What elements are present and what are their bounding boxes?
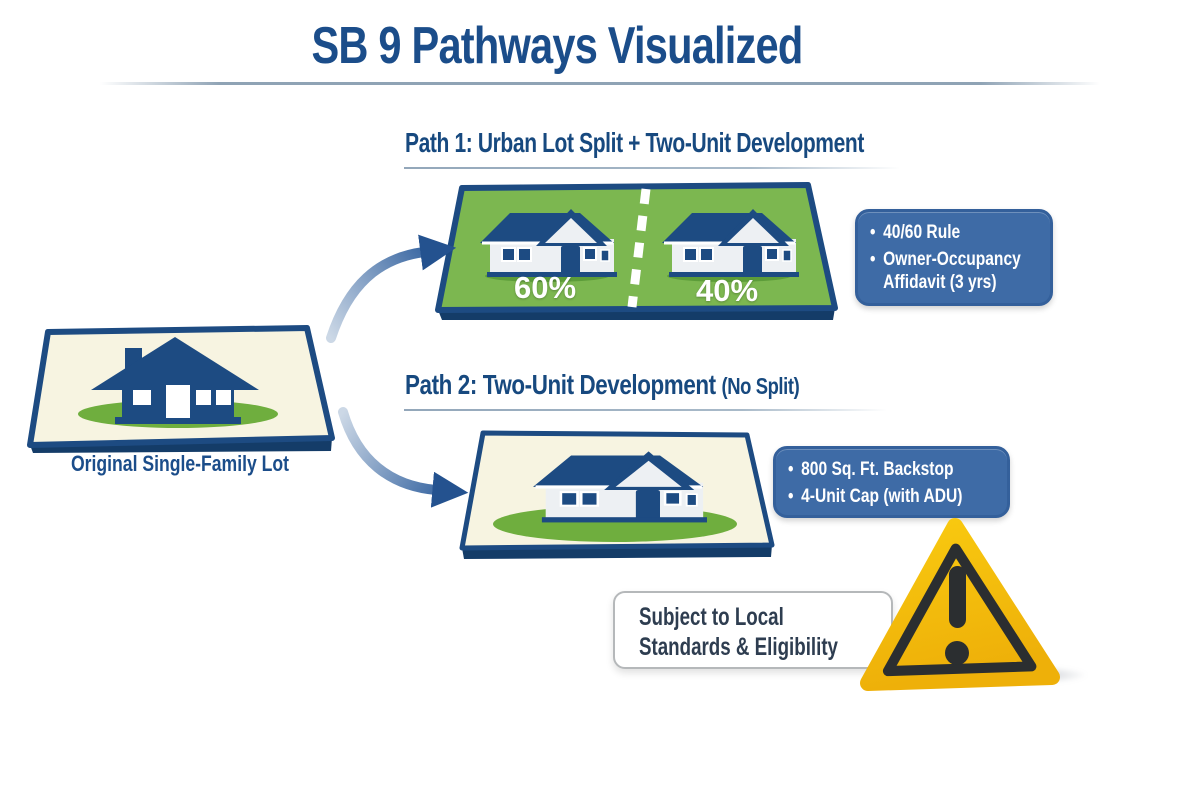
path2-heading: Path 2: Two-Unit Development (No Split): [405, 369, 800, 401]
path1-split-lot-graphic: [435, 182, 838, 320]
split-right-percent-label: 40%: [695, 273, 759, 308]
note-line-1: Subject to Local: [639, 603, 784, 631]
house-silhouette-icon: [91, 337, 259, 424]
path2-lot-graphic: [459, 430, 775, 559]
page-title: SB 9 Pathways Visualized: [311, 17, 803, 75]
path2-heading-suffix: (No Split): [721, 373, 800, 399]
path1-info-list: 40/60 Rule Owner-Occupancy Affidavit (3 …: [870, 222, 1038, 294]
path2-heading-rule: [404, 409, 887, 411]
lot-split-dashed-line: [627, 188, 651, 308]
original-lot-graphic: [27, 325, 335, 453]
warning-triangle-icon: [860, 518, 1060, 691]
path1-heading: Path 1: Urban Lot Split + Two-Unit Devel…: [405, 127, 864, 158]
path1-heading-rule: [404, 167, 900, 169]
path2-info-box: 800 Sq. Ft. Backstop 4-Unit Cap (with AD…: [773, 446, 1010, 518]
local-standards-note: Subject to Local Standards & Eligibility: [613, 591, 893, 669]
info-item: 4-Unit Cap (with ADU): [788, 486, 995, 509]
title-divider: [100, 82, 1100, 85]
path2-heading-main: Path 2: Two-Unit Development: [405, 369, 716, 400]
info-item: Owner-Occupancy Affidavit (3 yrs): [870, 249, 1038, 294]
info-item: 800 Sq. Ft. Backstop: [788, 459, 995, 482]
original-lot-label: Original Single-Family Lot: [70, 451, 290, 476]
flow-arrow-path1: [326, 234, 457, 343]
path2-info-list: 800 Sq. Ft. Backstop 4-Unit Cap (with AD…: [788, 459, 995, 509]
path1-info-box: 40/60 Rule Owner-Occupancy Affidavit (3 …: [855, 209, 1053, 306]
note-line-2: Standards & Eligibility: [639, 633, 838, 661]
flow-arrow-path2: [338, 407, 469, 508]
split-left-percent-label: 60%: [513, 270, 577, 305]
info-item: 40/60 Rule: [870, 222, 1038, 245]
